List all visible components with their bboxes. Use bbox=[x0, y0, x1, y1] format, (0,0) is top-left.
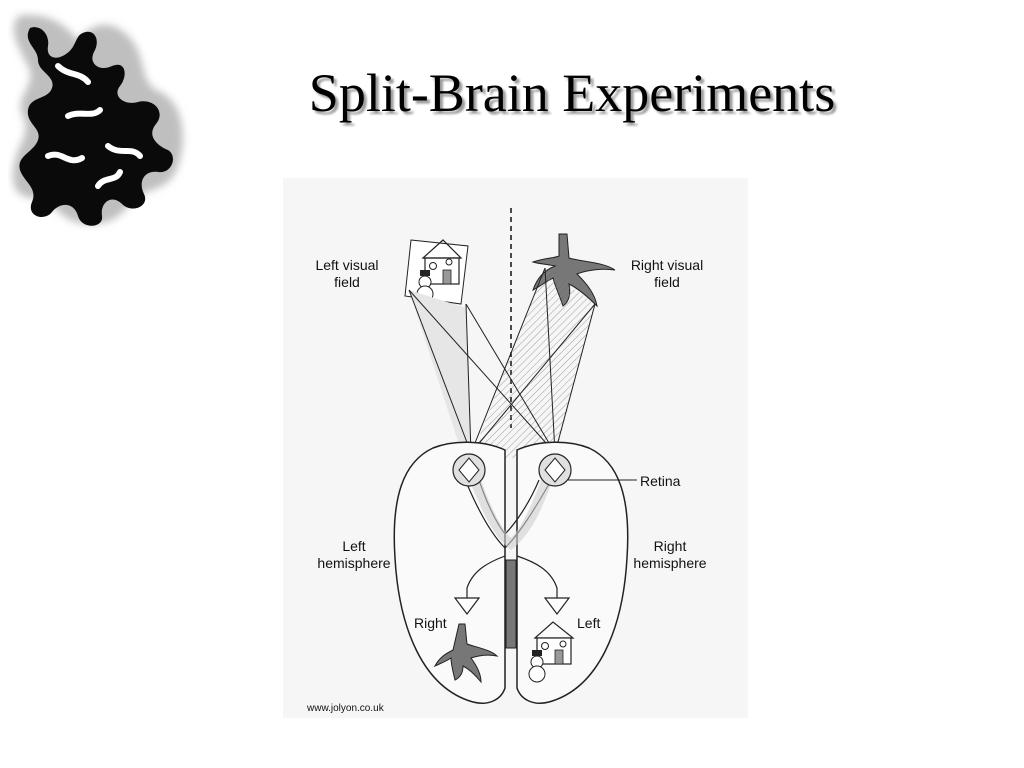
right-visual-field-label: Right visual bbox=[631, 257, 703, 273]
perceived-right-label: Right bbox=[414, 615, 447, 631]
left-hemisphere-label-2: hemisphere bbox=[317, 555, 390, 571]
bird-claw-icon bbox=[433, 623, 499, 684]
right-hemisphere-label: Right bbox=[654, 538, 687, 554]
house-snowman-icon bbox=[528, 621, 575, 683]
arrow-down-icon bbox=[543, 597, 571, 615]
house-snowman-icon bbox=[404, 239, 469, 305]
retina-label: Retina bbox=[640, 473, 681, 489]
right-visual-field-label-2: field bbox=[654, 274, 680, 290]
right-hemisphere-label-2: hemisphere bbox=[633, 555, 706, 571]
left-hemisphere-label: Left bbox=[342, 538, 365, 554]
visual-rays bbox=[408, 267, 596, 454]
left-visual-field-label-2: field bbox=[334, 274, 360, 290]
left-eye-icon bbox=[452, 453, 486, 487]
split-brain-diagram: Left visual field Right visual field Ret… bbox=[283, 178, 748, 718]
perceived-left-label: Left bbox=[577, 615, 600, 631]
brain-cortex-logo-icon bbox=[13, 15, 183, 226]
corpus-callosum bbox=[505, 559, 517, 649]
left-visual-field-label: Left visual bbox=[315, 257, 378, 273]
slide-title: Split-Brain Experiments bbox=[308, 63, 836, 123]
arrow-down-icon bbox=[453, 597, 481, 615]
source-credit: www.jolyon.co.uk bbox=[306, 703, 385, 714]
right-eye-icon bbox=[538, 453, 572, 487]
